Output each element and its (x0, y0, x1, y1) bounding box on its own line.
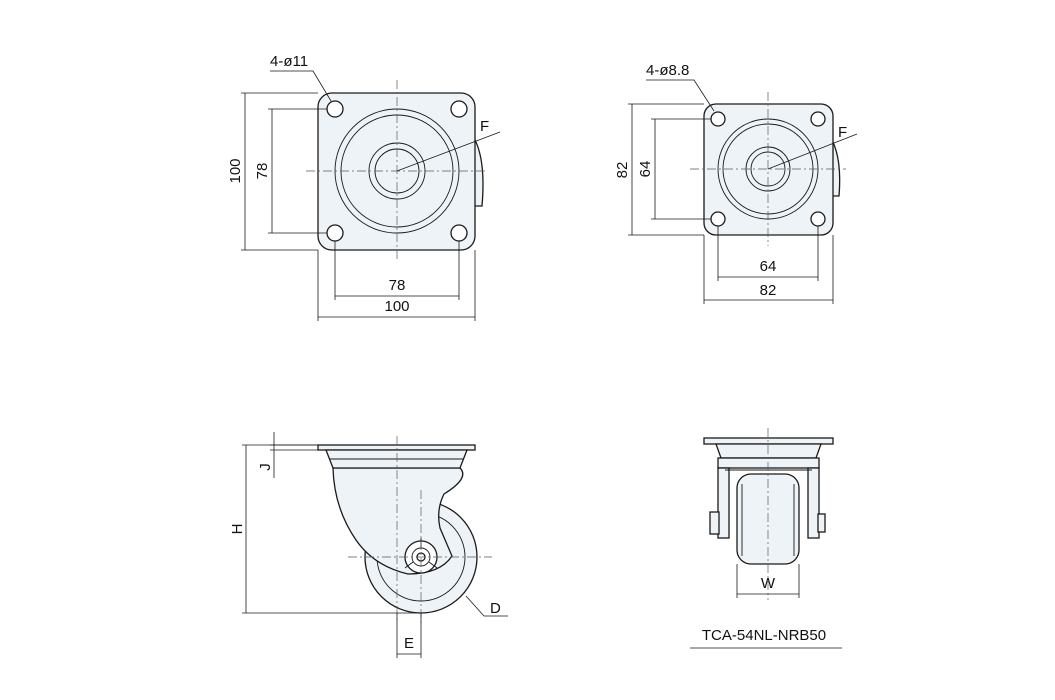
large-plate-hole-tl (326, 100, 344, 118)
side-j-label: J (257, 463, 274, 471)
large-plate-bracket-edge (473, 137, 484, 207)
small-plate-hole-bl (710, 211, 726, 227)
large-plate-hole-bl (326, 224, 344, 242)
front-fork-leg-left (717, 467, 730, 539)
front-view: W TCA-54NL-NRB50 (690, 428, 842, 649)
small-plate-bracket-edge (831, 139, 841, 197)
small-plate-height-outer-label: 82 (614, 162, 631, 179)
small-plate-view: F 4-ø8.8 82 64 64 82 (614, 62, 858, 304)
large-plate-f-label: F (480, 118, 489, 135)
front-fork-bridge (717, 457, 820, 469)
small-plate-f-label: F (838, 124, 847, 141)
large-plate-view: F 4-ø11 100 78 78 100 (227, 53, 501, 321)
small-plate-f-leader (767, 133, 858, 170)
large-plate-f-leader (396, 131, 501, 172)
front-swivel-head (715, 443, 822, 459)
small-plate-hole-tl (710, 111, 726, 127)
large-plate-hole-tr (450, 100, 468, 118)
front-axle-nut-right (817, 513, 826, 533)
side-axle-spoke-2 (404, 561, 414, 569)
side-e-label: E (404, 635, 414, 652)
small-plate-hole-tr (810, 111, 826, 127)
large-plate-height-inner-label: 78 (254, 163, 271, 180)
large-plate-hole-leader (270, 70, 332, 102)
small-plate-width-outer-label: 82 (760, 282, 777, 299)
side-view: J H D E (229, 432, 508, 658)
side-top-plate (317, 444, 476, 451)
front-top-plate (703, 437, 834, 445)
front-fork-leg-right (807, 467, 820, 539)
large-plate-hole-br (450, 224, 468, 242)
small-plate-hole-br (810, 211, 826, 227)
side-axle-spoke-3 (428, 561, 438, 569)
small-plate-hole-leader (646, 79, 715, 112)
large-plate-height-outer-label: 100 (227, 158, 244, 183)
small-plate-height-inner-label: 64 (637, 161, 654, 178)
model-number: TCA-54NL-NRB50 (702, 627, 826, 644)
large-plate-width-outer-label: 100 (384, 298, 409, 315)
front-w-label: W (761, 575, 776, 592)
large-plate-hole-note: 4-ø11 (270, 53, 308, 70)
side-d-label: D (490, 600, 501, 617)
side-d-leader (465, 595, 508, 617)
side-h-label: H (229, 524, 246, 535)
large-plate-width-inner-label: 78 (389, 277, 406, 294)
large-plate-outline (317, 92, 476, 251)
front-axle-nut-left (709, 511, 720, 535)
small-plate-hole-note: 4-ø8.8 (646, 62, 689, 79)
small-plate-width-inner-label: 64 (760, 258, 777, 275)
